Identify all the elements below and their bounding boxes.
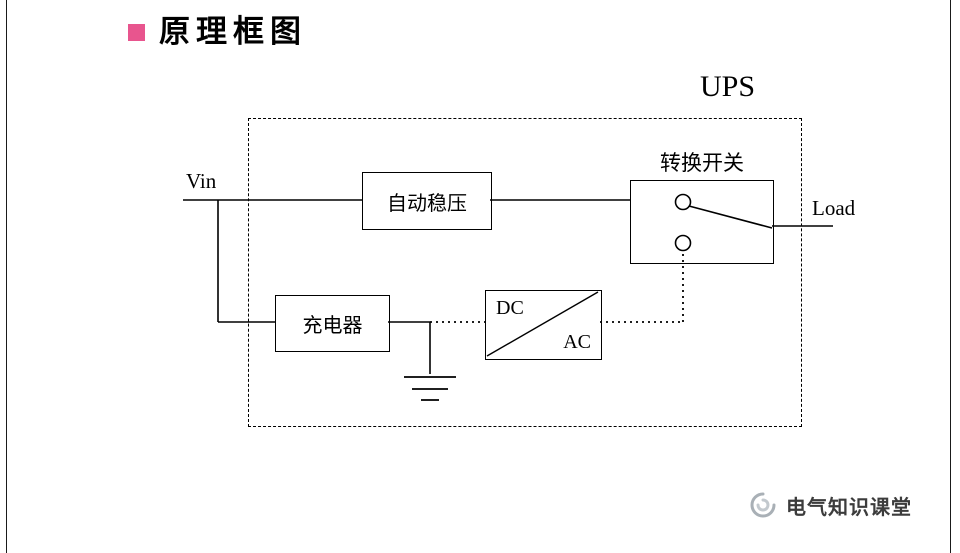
- transfer-switch-label: 转换开关: [660, 152, 744, 175]
- page-title: 原理框图: [159, 14, 307, 49]
- avr-block-label: 自动稳压: [387, 192, 467, 215]
- charger-block-label: 充电器: [302, 315, 363, 337]
- charger-block: 充电器: [275, 295, 390, 352]
- right-border-line: [950, 0, 951, 553]
- slide-title-row: 原理框图: [128, 6, 307, 51]
- brand-logo-icon: [748, 490, 778, 520]
- inverter-ac-label: AC: [563, 331, 591, 353]
- load-label: Load: [812, 196, 856, 220]
- vin-label: Vin: [186, 169, 217, 193]
- brand-name: 电气知识课堂: [786, 496, 912, 519]
- title-bullet-square: [128, 24, 145, 41]
- inverter-dc-label: DC: [496, 297, 524, 319]
- inverter-block: DC AC: [485, 290, 602, 360]
- ups-label: UPS: [700, 70, 756, 103]
- avr-block: 自动稳压: [362, 172, 492, 230]
- left-border-line: [6, 0, 7, 553]
- ups-boundary-box: [248, 118, 802, 427]
- transfer-switch-box: [630, 180, 774, 264]
- brand-footer: 电气知识课堂: [748, 490, 912, 520]
